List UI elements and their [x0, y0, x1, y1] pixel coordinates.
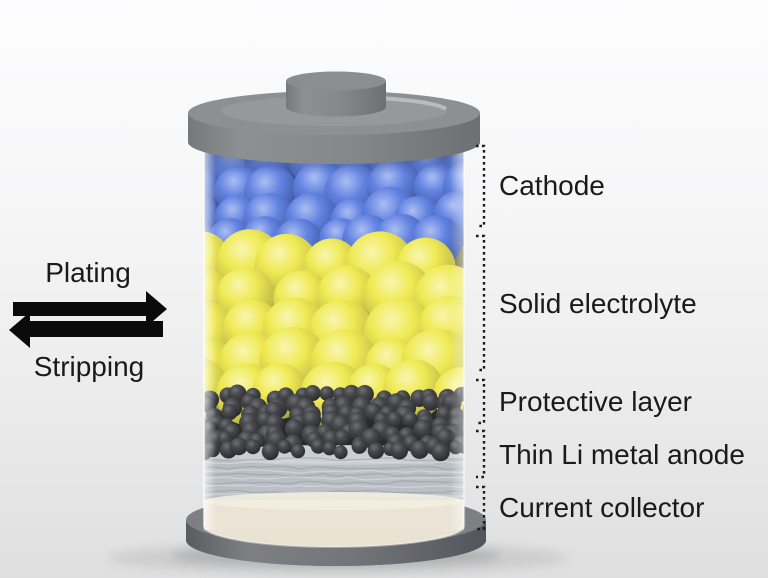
terminal — [286, 81, 386, 117]
bracket-thin-li-metal-anode — [476, 429, 486, 479]
equilibrium-arrows — [9, 291, 167, 348]
glass-cylinder — [202, 146, 466, 548]
top-cap — [188, 71, 480, 164]
bracket-solid-electrolyte — [476, 234, 486, 372]
bracket-cathode — [476, 144, 486, 228]
layer-brackets — [476, 144, 486, 531]
label-solid-electrolyte: Solid electrolyte — [499, 288, 697, 319]
plating-arrow-icon — [13, 291, 167, 327]
label-thin-li-metal-anode: Thin Li metal anode — [499, 439, 745, 470]
stripping-label: Stripping — [33, 351, 145, 382]
bracket-protective-layer — [476, 378, 486, 425]
stripping-arrow-icon — [9, 312, 163, 348]
label-protective-layer: Protective layer — [499, 386, 692, 417]
plating-label: Plating — [45, 257, 131, 288]
label-current-collector: Current collector — [499, 492, 705, 523]
bracket-current-collector — [476, 485, 486, 531]
label-cathode: Cathode — [499, 170, 605, 201]
